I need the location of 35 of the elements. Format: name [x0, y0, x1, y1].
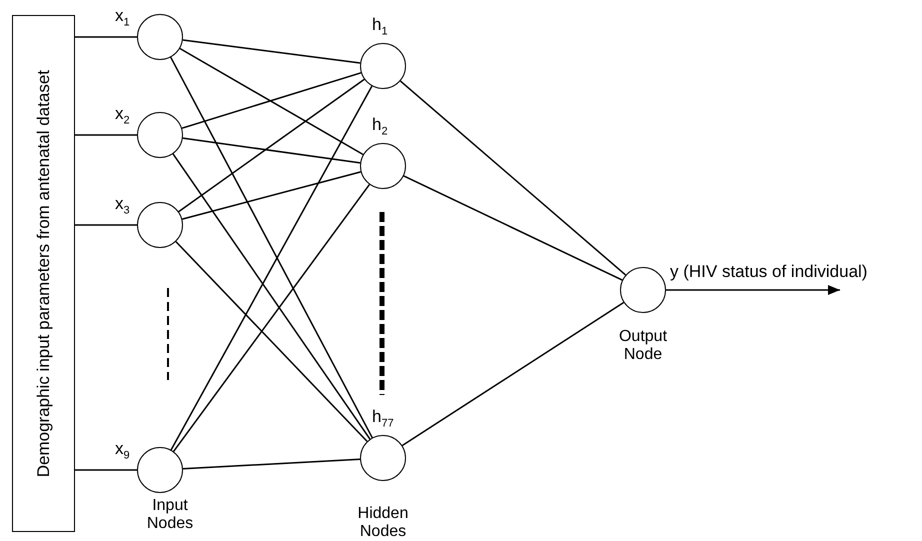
- connection-line: [172, 154, 371, 440]
- input-box: [12, 15, 75, 532]
- arrow: [666, 285, 840, 295]
- connection-line: [75, 36, 137, 38]
- connection-line: [173, 184, 370, 452]
- box-title: Demographic input parameters from antenatal dataset: [34, 70, 54, 478]
- neuron-circle: [137, 202, 183, 248]
- node-label: h$_{77}$: [371, 408, 395, 430]
- edge-label: y (HIV status of individual): [668, 262, 870, 282]
- node-label: h$_{1}$: [371, 16, 389, 38]
- connection-line: [402, 302, 624, 446]
- connection-line: [400, 80, 626, 276]
- layer-label: Hidden Nodes: [356, 505, 410, 541]
- neuron-circle: [360, 43, 406, 89]
- neuron-circle: [360, 143, 406, 189]
- connection-line: [182, 39, 360, 64]
- neuron-circle: [620, 267, 666, 313]
- neuron-circle: [360, 435, 406, 481]
- connection-line: [403, 175, 623, 281]
- connection-line: [178, 78, 365, 212]
- connection-line: [180, 48, 364, 156]
- connection-line: [182, 72, 362, 129]
- node-label: h$_{2}$: [371, 116, 389, 138]
- connection-line: [75, 134, 137, 136]
- neuron-circle: [137, 112, 183, 158]
- connection-line: [182, 171, 361, 220]
- connection-line: [182, 137, 360, 164]
- neuron-circle: [137, 447, 183, 493]
- layer-label: Input Nodes: [146, 497, 194, 534]
- neuron-circle: [137, 14, 183, 60]
- layer-label: Output Node: [618, 328, 668, 365]
- connection-line: [75, 469, 137, 471]
- connection-line: [182, 458, 360, 470]
- connection-line: [75, 224, 137, 226]
- connection-line: [175, 241, 368, 442]
